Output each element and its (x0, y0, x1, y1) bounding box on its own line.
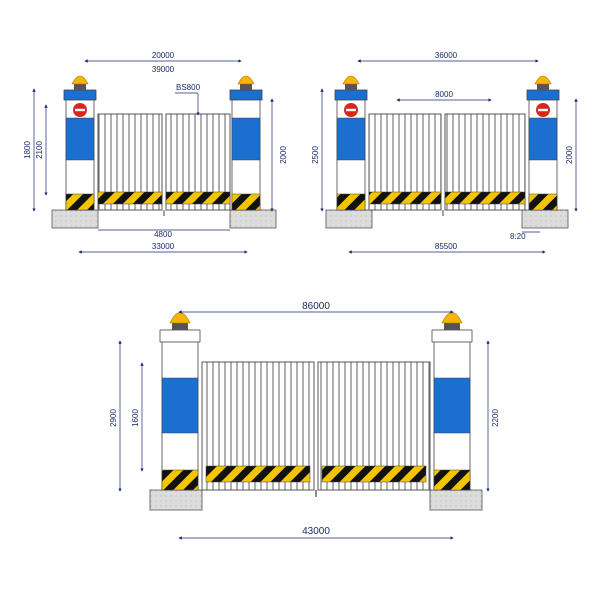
post-left (159, 312, 201, 491)
gate-bottom: 86000 2900 1600 2200 43000 (109, 301, 500, 540)
dim-bottom-outer: 33000 (152, 242, 175, 251)
dim-top-outer: 20000 (152, 51, 175, 60)
post-right (431, 312, 473, 491)
no-entry-sign-icon (344, 103, 358, 117)
dim-right: 2000 (565, 146, 574, 164)
dim-bottom: 85500 (435, 242, 458, 251)
foundation-left (51, 209, 99, 229)
warning-lamp-icon (237, 75, 255, 90)
no-entry-sign-icon (73, 103, 87, 117)
gate-leaf-left (368, 113, 442, 211)
foundation-right (521, 209, 569, 229)
post-right (526, 75, 560, 211)
gate-top-right: 36000 8000 2500 2000 8:20 85500 (311, 51, 578, 254)
foundation-left (149, 489, 203, 511)
dim-bottom: 43000 (302, 526, 330, 537)
post-left (334, 75, 368, 211)
gate-top-left: 20000 39000 BS800 1800 2100 2000 4800 33… (23, 51, 288, 254)
warning-lamp-icon (71, 75, 89, 90)
dim-left-outer: 1800 (23, 141, 32, 159)
foundation-left (325, 209, 373, 229)
post-left (63, 75, 97, 211)
dim-right: 2200 (491, 409, 500, 427)
foundation-right (229, 209, 277, 229)
gate-leaf-left (201, 361, 315, 491)
dim-left: 2500 (311, 146, 320, 164)
post-right (229, 75, 263, 211)
foundation-right (429, 489, 483, 511)
dim-top-inner: 39000 (152, 65, 175, 74)
dim-left-inner: 2100 (35, 141, 44, 159)
dim-top: 86000 (302, 301, 330, 312)
warning-lamp-icon (534, 75, 552, 90)
dim-bottom-inner: 4800 (154, 230, 172, 239)
dim-leader: BS800 (176, 83, 201, 92)
no-entry-sign-icon (536, 103, 550, 117)
dim-small-right: 8:20 (510, 232, 526, 241)
dim-right: 2000 (279, 146, 288, 164)
gate-leaf-right (165, 113, 231, 211)
gate-leaf-right (317, 361, 431, 491)
dim-top-outer: 36000 (435, 51, 458, 60)
warning-lamp-icon (342, 75, 360, 90)
gate-leaf-left (97, 113, 163, 211)
warning-lamp-icon (169, 312, 191, 330)
dim-top-inner: 8000 (435, 90, 453, 99)
gate-leaf-right (444, 113, 526, 211)
dim-left-inner: 1600 (131, 409, 140, 427)
warning-lamp-icon (441, 312, 463, 330)
dim-left-outer: 2900 (109, 409, 118, 427)
